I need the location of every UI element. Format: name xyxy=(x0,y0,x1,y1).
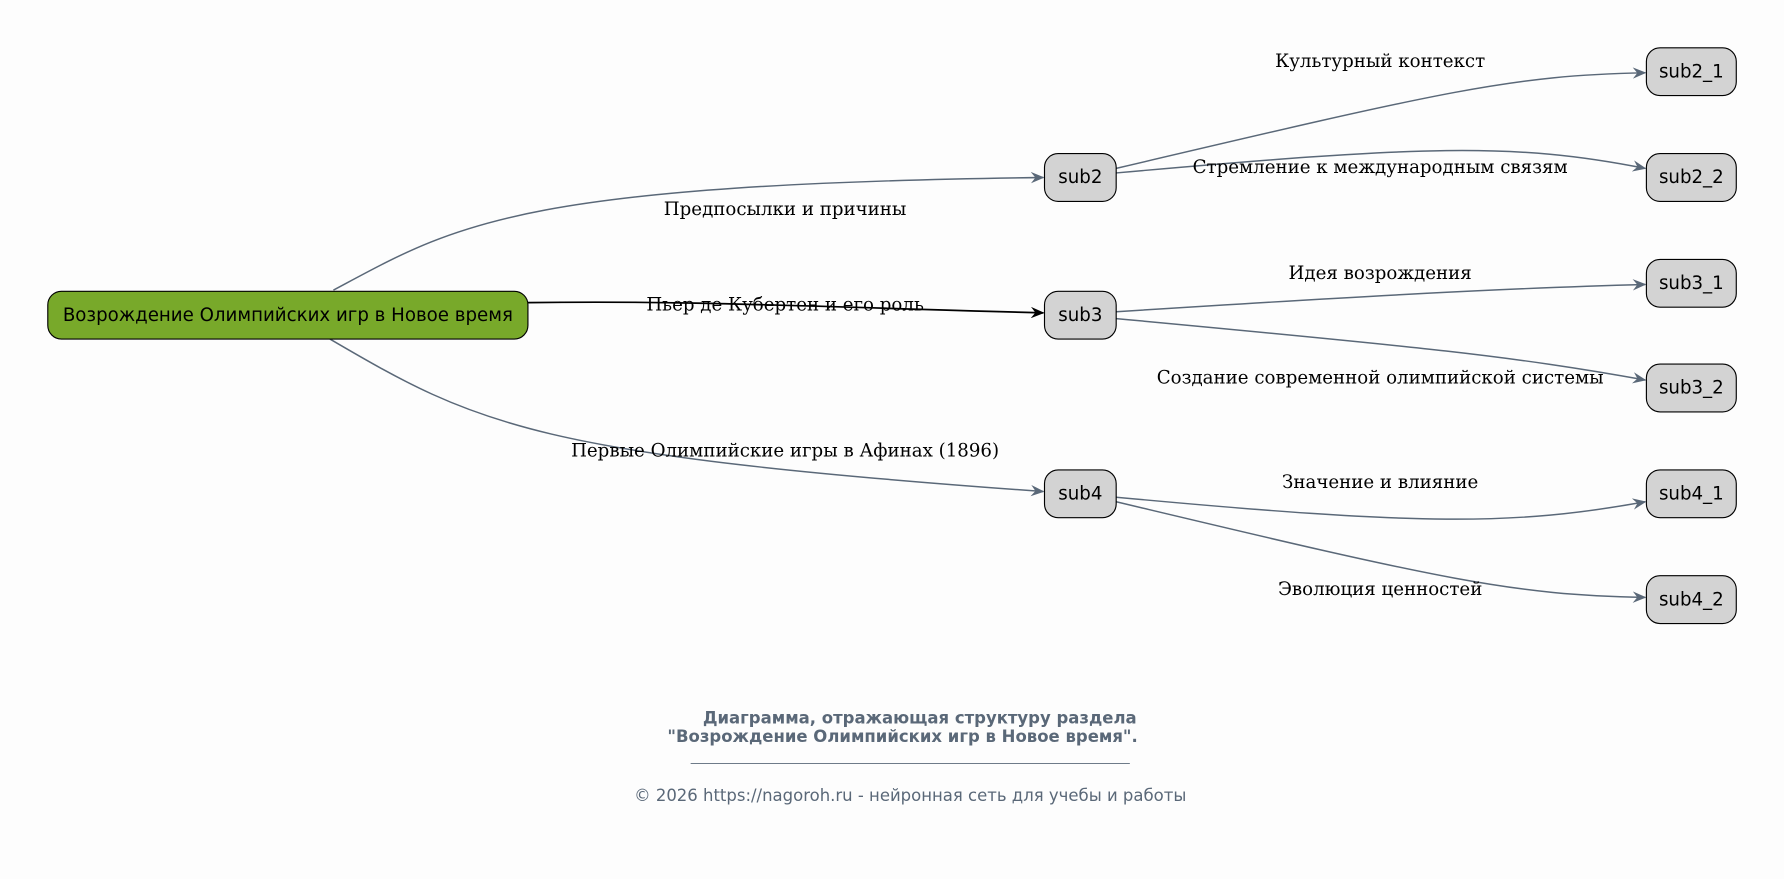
node-sub2_1[interactable]: sub2_1 xyxy=(1645,47,1737,97)
edge-root-sub3 xyxy=(527,301,1045,319)
node-sub3_2[interactable]: sub3_2 xyxy=(1645,363,1737,413)
node-label: sub4_1 xyxy=(1659,483,1724,504)
node-sub2_2[interactable]: sub2_2 xyxy=(1645,153,1737,202)
node-sub2[interactable]: sub2 xyxy=(1043,153,1117,202)
node-sub3[interactable]: sub3 xyxy=(1043,290,1117,340)
node-sub4[interactable]: sub4 xyxy=(1043,469,1117,519)
edge-sub4-sub4_1 xyxy=(1116,496,1647,520)
edge-sub3-sub3_2 xyxy=(1116,317,1647,384)
edge-sub2-sub2_2 xyxy=(1116,149,1647,174)
caption-line-1: Диаграмма, отражающая структуру раздела xyxy=(703,709,1137,728)
node-label: sub2_2 xyxy=(1659,167,1724,188)
node-sub3_1[interactable]: sub3_1 xyxy=(1645,258,1737,308)
node-label: sub4_2 xyxy=(1659,589,1724,610)
edge-label: Культурный контекст xyxy=(1275,51,1485,72)
edge-root-sub2 xyxy=(333,171,1045,291)
edge-sub2-sub2_1 xyxy=(1116,67,1647,170)
edge-sub3-sub3_1 xyxy=(1116,279,1647,313)
node-label: sub2 xyxy=(1058,167,1102,188)
edge-label: Стремление к международным связям xyxy=(1193,157,1568,178)
edge-label: Первые Олимпийские игры в Афинах (1896) xyxy=(571,440,999,461)
node-label: sub4 xyxy=(1058,483,1102,504)
edge-label: Предпосылки и причины xyxy=(664,199,907,220)
caption-line-2: "Возрождение Олимпийских игр в Новое вре… xyxy=(667,727,1137,746)
edge-label: Создание современной олимпийской системы xyxy=(1157,367,1604,388)
node-root[interactable]: Возрождение Олимпийских игр в Новое врем… xyxy=(47,290,529,340)
edge-label: Идея возрождения xyxy=(1289,263,1472,284)
node-label: sub3_1 xyxy=(1659,273,1724,294)
node-label: sub3 xyxy=(1058,305,1102,326)
edge-label: Эволюция ценностей xyxy=(1278,579,1482,600)
node-sub4_2[interactable]: sub4_2 xyxy=(1645,575,1737,625)
edge-sub4-sub4_2 xyxy=(1116,501,1647,603)
edge-label: Пьер де Кубертен и его роль xyxy=(646,295,924,316)
edge-root-sub4 xyxy=(329,338,1045,497)
edge-label: Значение и влияние xyxy=(1282,472,1478,493)
node-label: sub2_1 xyxy=(1659,61,1724,82)
copyright-text: © 2026 https://nagoroh.ru - нейронная се… xyxy=(634,786,1186,805)
node-sub4_1[interactable]: sub4_1 xyxy=(1645,469,1737,519)
node-label: sub3_2 xyxy=(1659,378,1724,399)
node-label: Возрождение Олимпийских игр в Новое врем… xyxy=(63,305,513,326)
